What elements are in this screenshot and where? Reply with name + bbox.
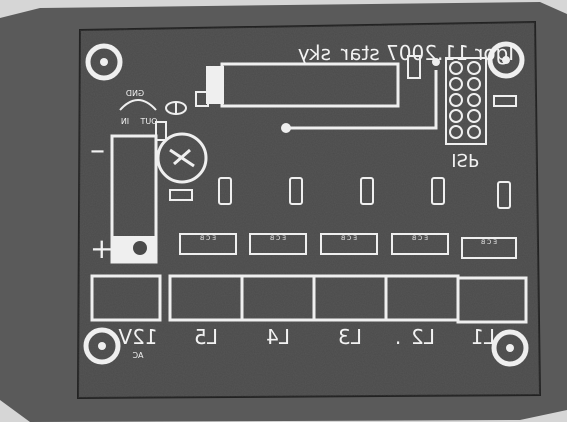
svg-text:E C B: E C B [270, 235, 286, 242]
power-pad-hole [133, 241, 147, 255]
resistor-pad-4 [431, 177, 445, 205]
via [432, 58, 440, 66]
isp-label: ISP [451, 149, 479, 170]
regulator-pin [195, 91, 209, 107]
label-12v: 12V [118, 325, 157, 349]
electrolytic-capacitor [156, 132, 208, 184]
label-l3: L3 [338, 325, 362, 349]
resistor-pad-1 [218, 177, 232, 205]
resistor-pad-3 [360, 177, 374, 205]
transistor-4: E C B [391, 233, 449, 255]
connector-12v [90, 274, 162, 322]
transistor-3: E C B [320, 233, 378, 255]
label-ac: AC [132, 351, 143, 360]
copper-trace [288, 70, 438, 130]
label-l5: L5 [194, 325, 218, 349]
mounting-hole-bottom-left [83, 327, 121, 365]
capacitor-small [493, 95, 517, 107]
transistor-1: E C B [179, 233, 237, 255]
out-label: OUT [140, 117, 157, 126]
regulator-outline [119, 99, 157, 111]
capacitor-small [155, 121, 167, 141]
board-title: Igor 11.2007 star_sky [298, 41, 515, 65]
capacitor-small [169, 189, 193, 201]
resistor-pad-5 [497, 181, 511, 209]
label-l4: L4 [266, 325, 290, 349]
small-capacitor-symbol [165, 101, 187, 115]
svg-text:E C B: E C B [412, 235, 428, 242]
in-label: IN [121, 117, 129, 126]
capacitor-small [407, 55, 421, 79]
via [281, 123, 291, 133]
transistor-5: E C B [461, 237, 517, 259]
mounting-hole-bottom-right [491, 329, 529, 367]
connector-l1 [456, 276, 528, 324]
mounting-hole-top-right [487, 41, 525, 79]
svg-text:E C B: E C B [200, 235, 216, 242]
label-l2: L2 [411, 325, 435, 349]
svg-text:E C B: E C B [481, 239, 497, 246]
svg-text:E C B: E C B [341, 235, 357, 242]
connector-row [90, 274, 528, 324]
label-dot: . [395, 325, 401, 349]
isp-header [445, 57, 487, 145]
resistor-pad-2 [289, 177, 303, 205]
transistor-2: E C B [249, 233, 307, 255]
regulator-tab [206, 66, 224, 104]
board-texture [78, 22, 540, 398]
label-l1: L1 [471, 325, 495, 349]
gnd-label: GND [126, 89, 144, 98]
mounting-hole-top-left [85, 43, 123, 81]
minus-label: – [90, 133, 105, 168]
plus-label: + [90, 232, 113, 265]
